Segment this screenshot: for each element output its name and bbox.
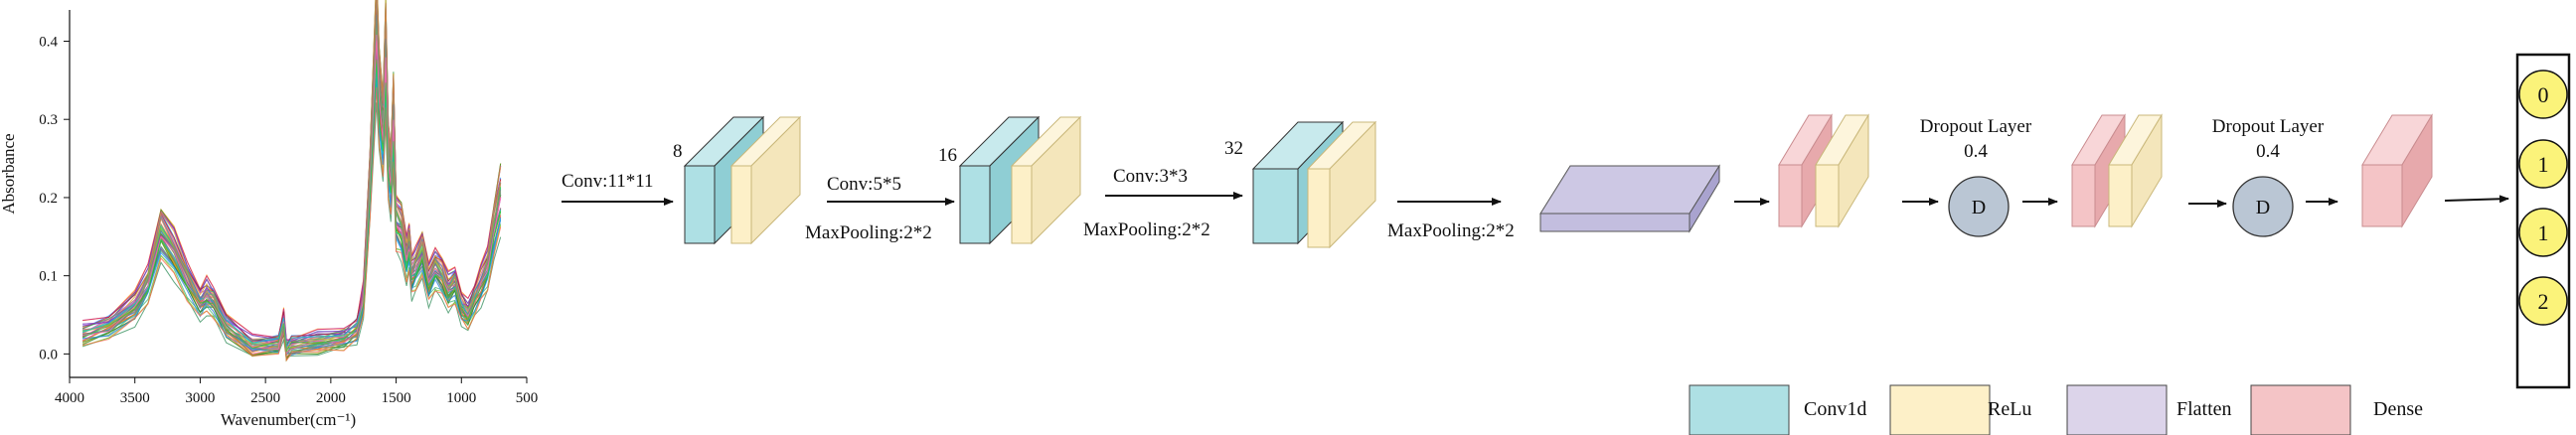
y-tick-label: 0.0 — [39, 347, 58, 362]
x-tick-label: 3000 — [185, 390, 215, 406]
spectrum-trace — [82, 72, 502, 356]
conv-block-1: Conv:11*11 8 — [562, 115, 802, 245]
pool1-label: MaxPooling:2*2 — [805, 222, 932, 243]
legend-swatch — [1689, 384, 1790, 435]
conv3-label: Conv:3*3 — [1113, 166, 1188, 187]
conv2-filters: 16 — [938, 145, 957, 166]
dropout1-title: Dropout Layer — [1920, 116, 2032, 137]
output-layer: 0 1 1 2 — [2515, 53, 2571, 389]
spectrum-trace — [81, 102, 502, 359]
spectrum-trace — [82, 41, 502, 348]
y-ticks: 0.0 0.1 0.2 0.3 0.4 — [39, 34, 70, 362]
legend-label: Dense — [2373, 398, 2423, 420]
spectrum-trace — [81, 81, 502, 362]
spectrum-trace — [82, 86, 502, 357]
spectrum-trace — [81, 59, 502, 349]
conv-block-2: Conv:5*5 MaxPooling:2*2 16 — [805, 115, 1082, 245]
output-node — [2518, 208, 2568, 257]
legend-swatch — [2250, 384, 2351, 435]
spectrum-trace — [82, 35, 502, 349]
x-axis-label: Wavenumber(cm⁻¹) — [221, 410, 356, 429]
spectrum-trace — [81, 48, 502, 360]
spectrum-lines — [81, 0, 502, 362]
dropout2-node — [2232, 176, 2294, 237]
x-ticks: 4000 3500 3000 2500 2000 1500 1000 500 — [55, 377, 538, 406]
arrow-dense3 — [2444, 195, 2509, 204]
spectrum-trace — [81, 64, 502, 349]
spectrum-trace — [81, 83, 502, 344]
y-tick-label: 0.4 — [39, 34, 58, 50]
x-tick-label: 2000 — [316, 390, 346, 406]
y-axis-label: Absorbance — [0, 133, 18, 214]
spectrum-trace — [81, 44, 502, 358]
x-tick-label: 1500 — [382, 390, 411, 406]
x-tick-label: 1000 — [446, 390, 476, 406]
legend-label: ReLu — [1988, 398, 2031, 420]
output-node-label: 1 — [2538, 220, 2549, 245]
y-tick-label: 0.2 — [39, 191, 58, 207]
legend-swatch — [1889, 384, 1991, 435]
conv1-label: Conv:11*11 — [562, 171, 654, 192]
spectrum-trace — [82, 67, 502, 357]
dense-block-3 — [2361, 113, 2509, 228]
pool2-label: MaxPooling:2*2 — [1083, 219, 1210, 240]
conv2-label: Conv:5*5 — [827, 174, 901, 195]
dropout1-node-label: D — [1972, 197, 1986, 218]
spectrum-trace — [81, 0, 502, 360]
legend-swatch — [2066, 384, 2168, 435]
y-tick-label: 0.3 — [39, 112, 58, 128]
flatten-block: MaxPooling:2*2 — [1387, 164, 1770, 241]
dropout2-title: Dropout Layer — [2212, 116, 2325, 137]
spectrum-trace — [81, 60, 502, 354]
output-node-label: 0 — [2538, 82, 2549, 107]
flatten-slab — [1539, 164, 1720, 233]
spectrum-trace — [81, 51, 502, 352]
legend-label: Conv1d — [1804, 398, 1866, 420]
spectrum-trace — [81, 78, 502, 345]
pool3-label: MaxPooling:2*2 — [1387, 220, 1515, 241]
output-node — [2518, 139, 2568, 189]
output-node — [2518, 276, 2568, 326]
spectrum-trace — [81, 23, 502, 362]
dropout-block-1: Dropout Layer 0.4 D — [1920, 116, 2058, 237]
dropout1-rate: 0.4 — [1964, 141, 1988, 162]
spectrum-trace — [81, 29, 502, 356]
x-tick-label: 500 — [516, 390, 539, 406]
dense3-cuboid — [2361, 113, 2433, 228]
y-tick-label: 0.1 — [39, 269, 58, 285]
x-tick-label: 2500 — [250, 390, 280, 406]
output-node-label: 1 — [2538, 152, 2549, 177]
conv-block-3: Conv:3*3 MaxPooling:2*2 32 — [1083, 120, 1377, 249]
dropout2-node-label: D — [2256, 197, 2270, 218]
spectrum-trace — [82, 34, 502, 355]
conv3-filters: 32 — [1224, 138, 1243, 159]
relu5-cuboid — [2108, 113, 2163, 228]
relu2-cuboid — [1010, 115, 1082, 245]
relu4-cuboid — [1815, 113, 1869, 228]
output-nodes: 0 1 1 2 — [2518, 70, 2568, 326]
spectrum-trace — [81, 0, 502, 355]
legend: Conv1d ReLu Flatten Dense — [1689, 384, 2423, 435]
spectrum-trace — [81, 23, 502, 357]
dropout1-node — [1948, 176, 2010, 237]
relu1-cuboid — [729, 115, 802, 245]
dropout2-rate: 0.4 — [2256, 141, 2280, 162]
output-node — [2518, 70, 2568, 119]
dense-block-2 — [2071, 113, 2227, 228]
output-node-label: 2 — [2538, 289, 2549, 314]
relu3-cuboid — [1306, 120, 1377, 249]
spectrum-trace — [82, 3, 502, 355]
x-tick-label: 4000 — [55, 390, 84, 406]
x-tick-label: 3500 — [120, 390, 150, 406]
legend-label: Flatten — [2176, 398, 2232, 420]
dense-block-1 — [1778, 113, 1939, 228]
spectrum-trace — [81, 86, 502, 362]
spectrum-trace — [81, 0, 502, 355]
spectrum-trace — [81, 0, 502, 356]
dropout-block-2: Dropout Layer 0.4 D — [2212, 116, 2338, 237]
conv1-filters: 8 — [673, 141, 683, 162]
